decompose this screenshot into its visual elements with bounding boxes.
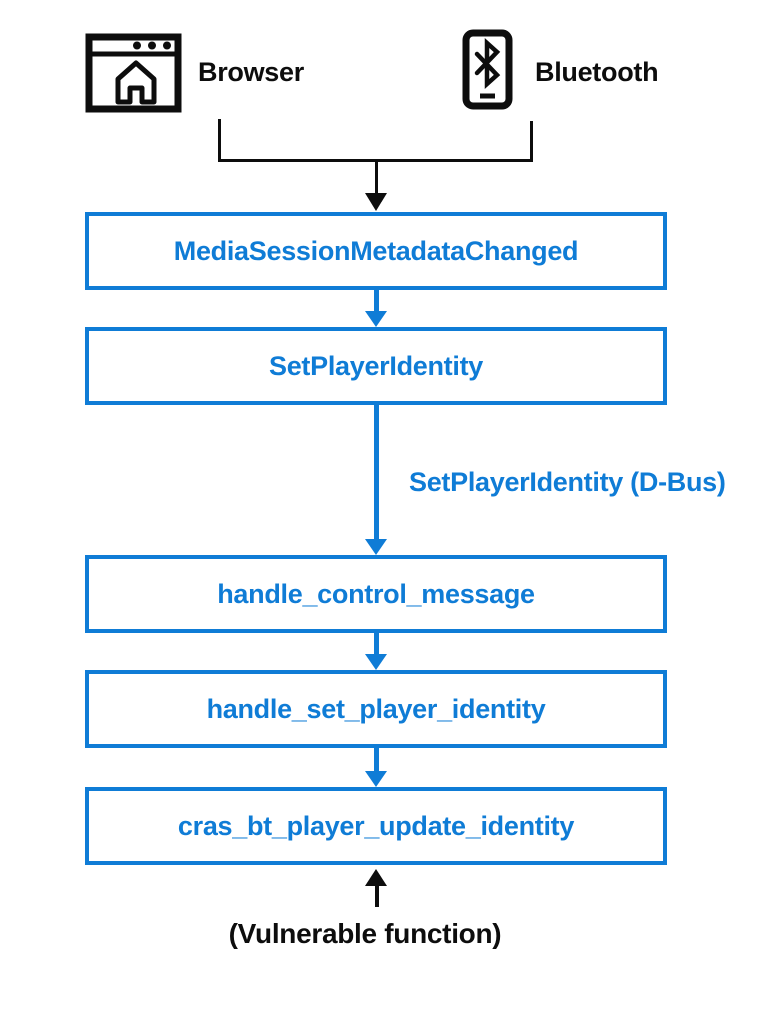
merge-arrow-shaft	[375, 159, 378, 193]
up-arrowhead-icon	[365, 869, 387, 886]
bluetooth-label: Bluetooth	[535, 57, 659, 87]
dbus-edge-label: SetPlayerIdentity (D-Bus)	[409, 467, 726, 497]
box-media-session-metadata-changed: MediaSessionMetadataChanged	[85, 212, 667, 290]
merge-line-left	[218, 119, 221, 162]
box-cras-bt-player-update-identity: cras_bt_player_update_identity	[85, 787, 667, 865]
arrow-shaft	[374, 633, 379, 655]
down-arrowhead-icon	[365, 539, 387, 555]
vulnerable-function-label: (Vulnerable function)	[228, 918, 502, 949]
merge-arrowhead-down-icon	[365, 193, 387, 211]
arrow-shaft	[374, 748, 379, 772]
browser-window-icon	[85, 33, 182, 113]
down-arrowhead-icon	[365, 771, 387, 787]
box-label: SetPlayerIdentity	[269, 350, 483, 381]
merge-line-right	[530, 121, 533, 162]
arrow-shaft	[374, 290, 379, 312]
bluetooth-phone-icon	[462, 29, 513, 110]
box-label: handle_set_player_identity	[206, 693, 546, 724]
box-handle-control-message: handle_control_message	[85, 555, 667, 633]
vulnerable-arrow-shaft	[375, 885, 379, 907]
box-handle-set-player-identity: handle_set_player_identity	[85, 670, 667, 748]
down-arrowhead-icon	[365, 654, 387, 670]
dbus-arrow-shaft	[374, 405, 379, 540]
box-label: cras_bt_player_update_identity	[177, 810, 575, 841]
box-label: handle_control_message	[217, 578, 535, 609]
box-label: MediaSessionMetadataChanged	[173, 235, 579, 266]
browser-label: Browser	[198, 57, 304, 87]
down-arrowhead-icon	[365, 311, 387, 327]
box-set-player-identity: SetPlayerIdentity	[85, 327, 667, 405]
